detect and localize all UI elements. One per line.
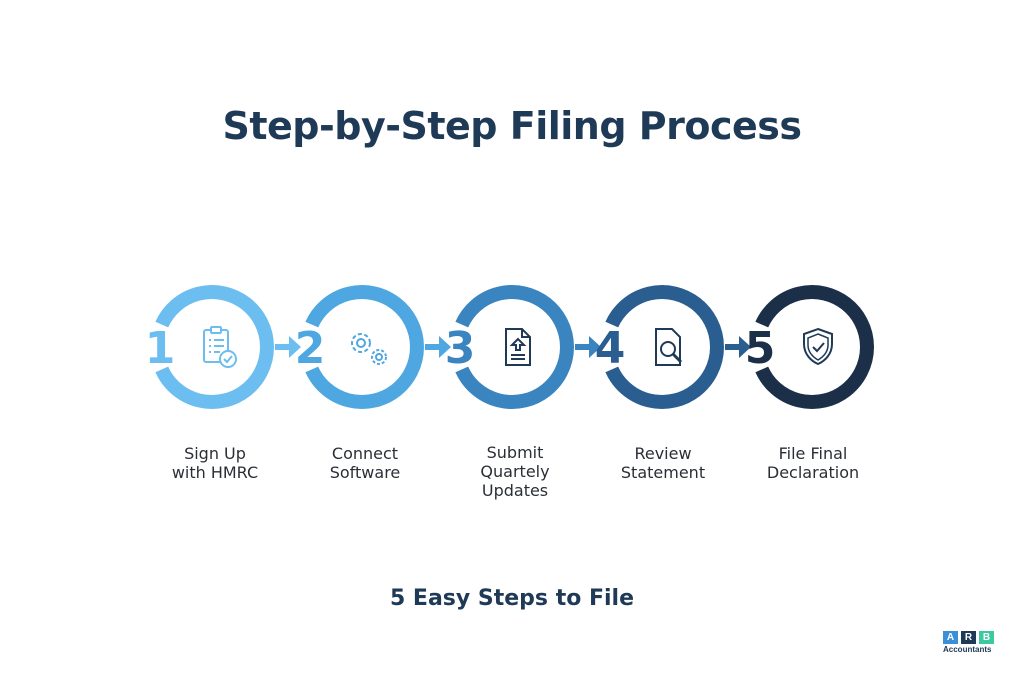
step-3: 3: [445, 285, 601, 409]
step-ring: [455, 285, 574, 409]
page-title: Step-by-Step Filing Process: [222, 104, 802, 148]
step-number: 2: [295, 323, 326, 374]
gears-icon: [351, 333, 387, 365]
step-number: 1: [145, 323, 176, 374]
clipboard-check-icon: [203, 326, 237, 368]
step-ring: [305, 285, 424, 409]
step-ring: [755, 285, 874, 409]
arrow-icon: [575, 336, 601, 358]
step-number: 5: [745, 323, 776, 374]
arrow-icon: [275, 336, 301, 358]
document-search-icon: [655, 328, 683, 366]
step-ring: [605, 285, 724, 409]
logo-name: Accountants: [943, 645, 992, 654]
logo-letter-a: A: [943, 631, 958, 644]
shield-check-icon: [803, 327, 833, 366]
step-4: 4: [595, 285, 751, 409]
step-number: 3: [445, 323, 476, 374]
subtitle: 5 Easy Steps to File: [389, 586, 635, 611]
step-number: 4: [595, 323, 626, 374]
process-flow: 1 2 3 4 5: [145, 285, 874, 409]
arb-logo: A R B Accountants: [943, 631, 995, 654]
step-5: 5: [745, 285, 874, 409]
logo-letter-b: B: [979, 631, 994, 644]
step-ring: [155, 285, 274, 409]
step-1: 1: [145, 285, 301, 409]
step-2: 2: [295, 285, 451, 409]
arrow-icon: [425, 336, 451, 358]
arrow-icon: [725, 336, 751, 358]
logo-letter-r: R: [961, 631, 976, 644]
document-upload-icon: [505, 328, 531, 366]
